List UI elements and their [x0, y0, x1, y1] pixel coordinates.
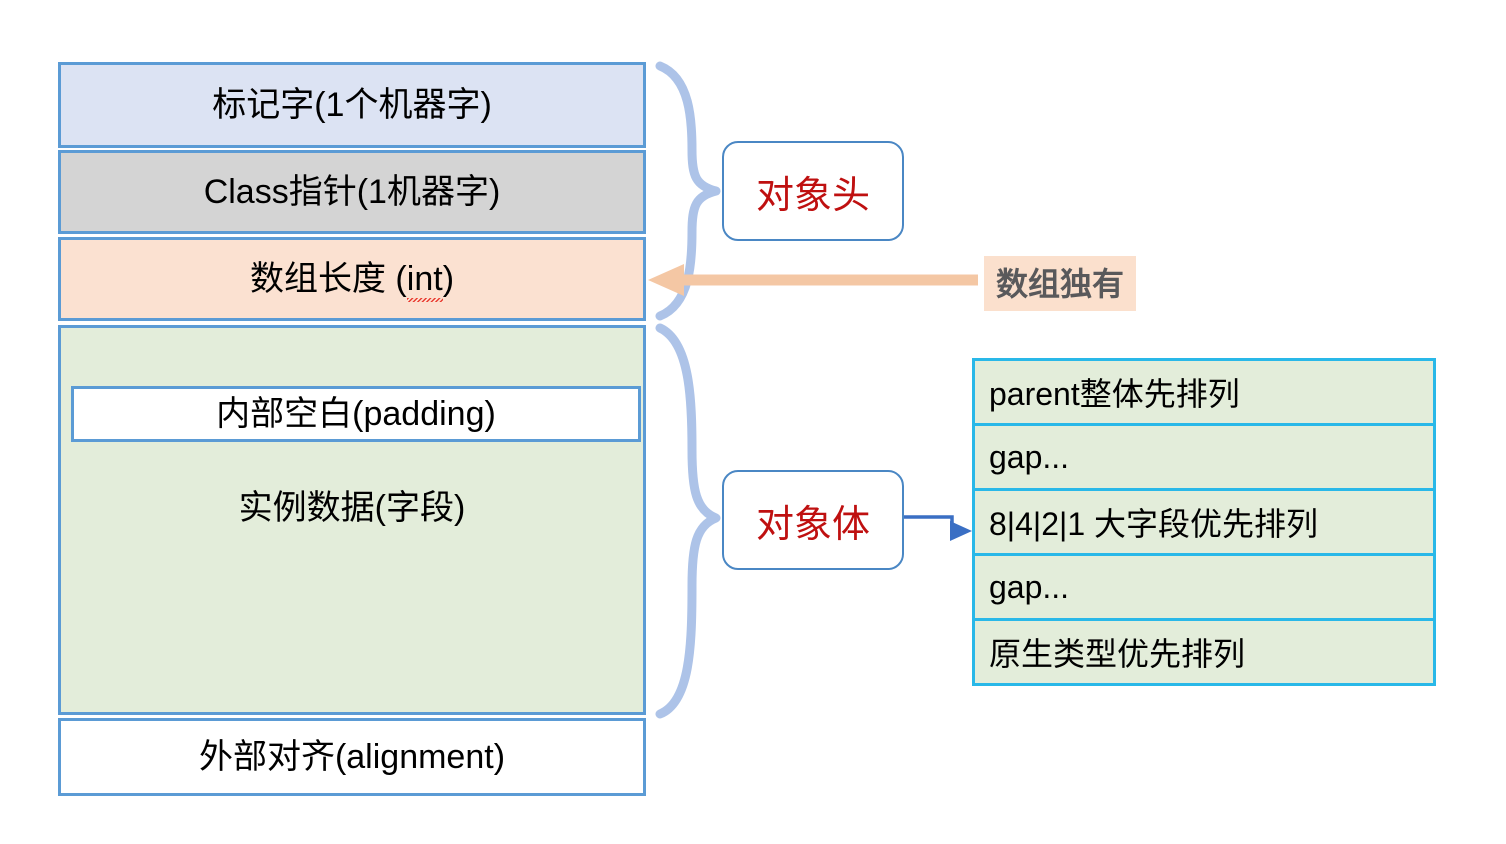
table-cell-text: 原生类型优先排列 — [989, 636, 1246, 672]
callout-object-body-label: 对象体 — [755, 503, 870, 546]
class-pointer-label: Class指针(1机器字) — [203, 172, 501, 211]
instance-data-label-wrapper: 实例数据(字段) — [61, 488, 643, 529]
array-length-label-misspelled-word: int — [406, 259, 443, 303]
connector-object-body-to-table — [904, 515, 972, 541]
memory-row-class-pointer: Class指针(1机器字) — [58, 150, 646, 234]
brace-object-body — [655, 323, 721, 719]
annotation-array-only: 数组独有 — [984, 256, 1137, 311]
table-row: 8|4|2|1 大字段优先排列 — [972, 488, 1436, 556]
memory-row-instance-data: 内部空白(padding) 实例数据(字段) — [58, 325, 646, 715]
instance-data-label: 实例数据(字段) — [238, 489, 466, 527]
memory-row-mark-word: 标记字(1个机器字) — [58, 62, 646, 148]
table-cell-text: gap... — [989, 568, 1070, 605]
table-row: gap... — [972, 423, 1436, 491]
memory-row-array-length: 数组长度 (int) — [58, 237, 646, 321]
table-cell-text: parent整体先排列 — [989, 376, 1240, 412]
memory-row-alignment: 外部对齐(alignment) — [58, 718, 646, 796]
table-row: 原生类型优先排列 — [972, 618, 1436, 686]
brace-object-header — [655, 61, 721, 321]
table-row: parent整体先排列 — [972, 358, 1436, 426]
callout-object-header-label: 对象头 — [755, 174, 870, 217]
array-length-label-prefix: 数组长度 ( — [249, 259, 407, 298]
arrow-array-only — [648, 264, 978, 296]
array-length-label-suffix: ) — [442, 259, 455, 298]
table-row: gap... — [972, 553, 1436, 621]
callout-object-body: 对象体 — [722, 470, 904, 570]
table-cell-text: gap... — [989, 438, 1070, 475]
callout-object-header: 对象头 — [722, 141, 904, 241]
annotation-array-only-label: 数组独有 — [996, 266, 1125, 302]
padding-label: 内部空白(padding) — [216, 394, 496, 433]
mark-word-label: 标记字(1个机器字) — [212, 85, 492, 124]
memory-row-padding: 内部空白(padding) — [71, 386, 641, 442]
table-cell-text: 8|4|2|1 大字段优先排列 — [989, 506, 1319, 542]
field-ordering-table: parent整体先排列 gap... 8|4|2|1 大字段优先排列 gap..… — [972, 358, 1436, 686]
alignment-label: 外部对齐(alignment) — [198, 737, 506, 776]
